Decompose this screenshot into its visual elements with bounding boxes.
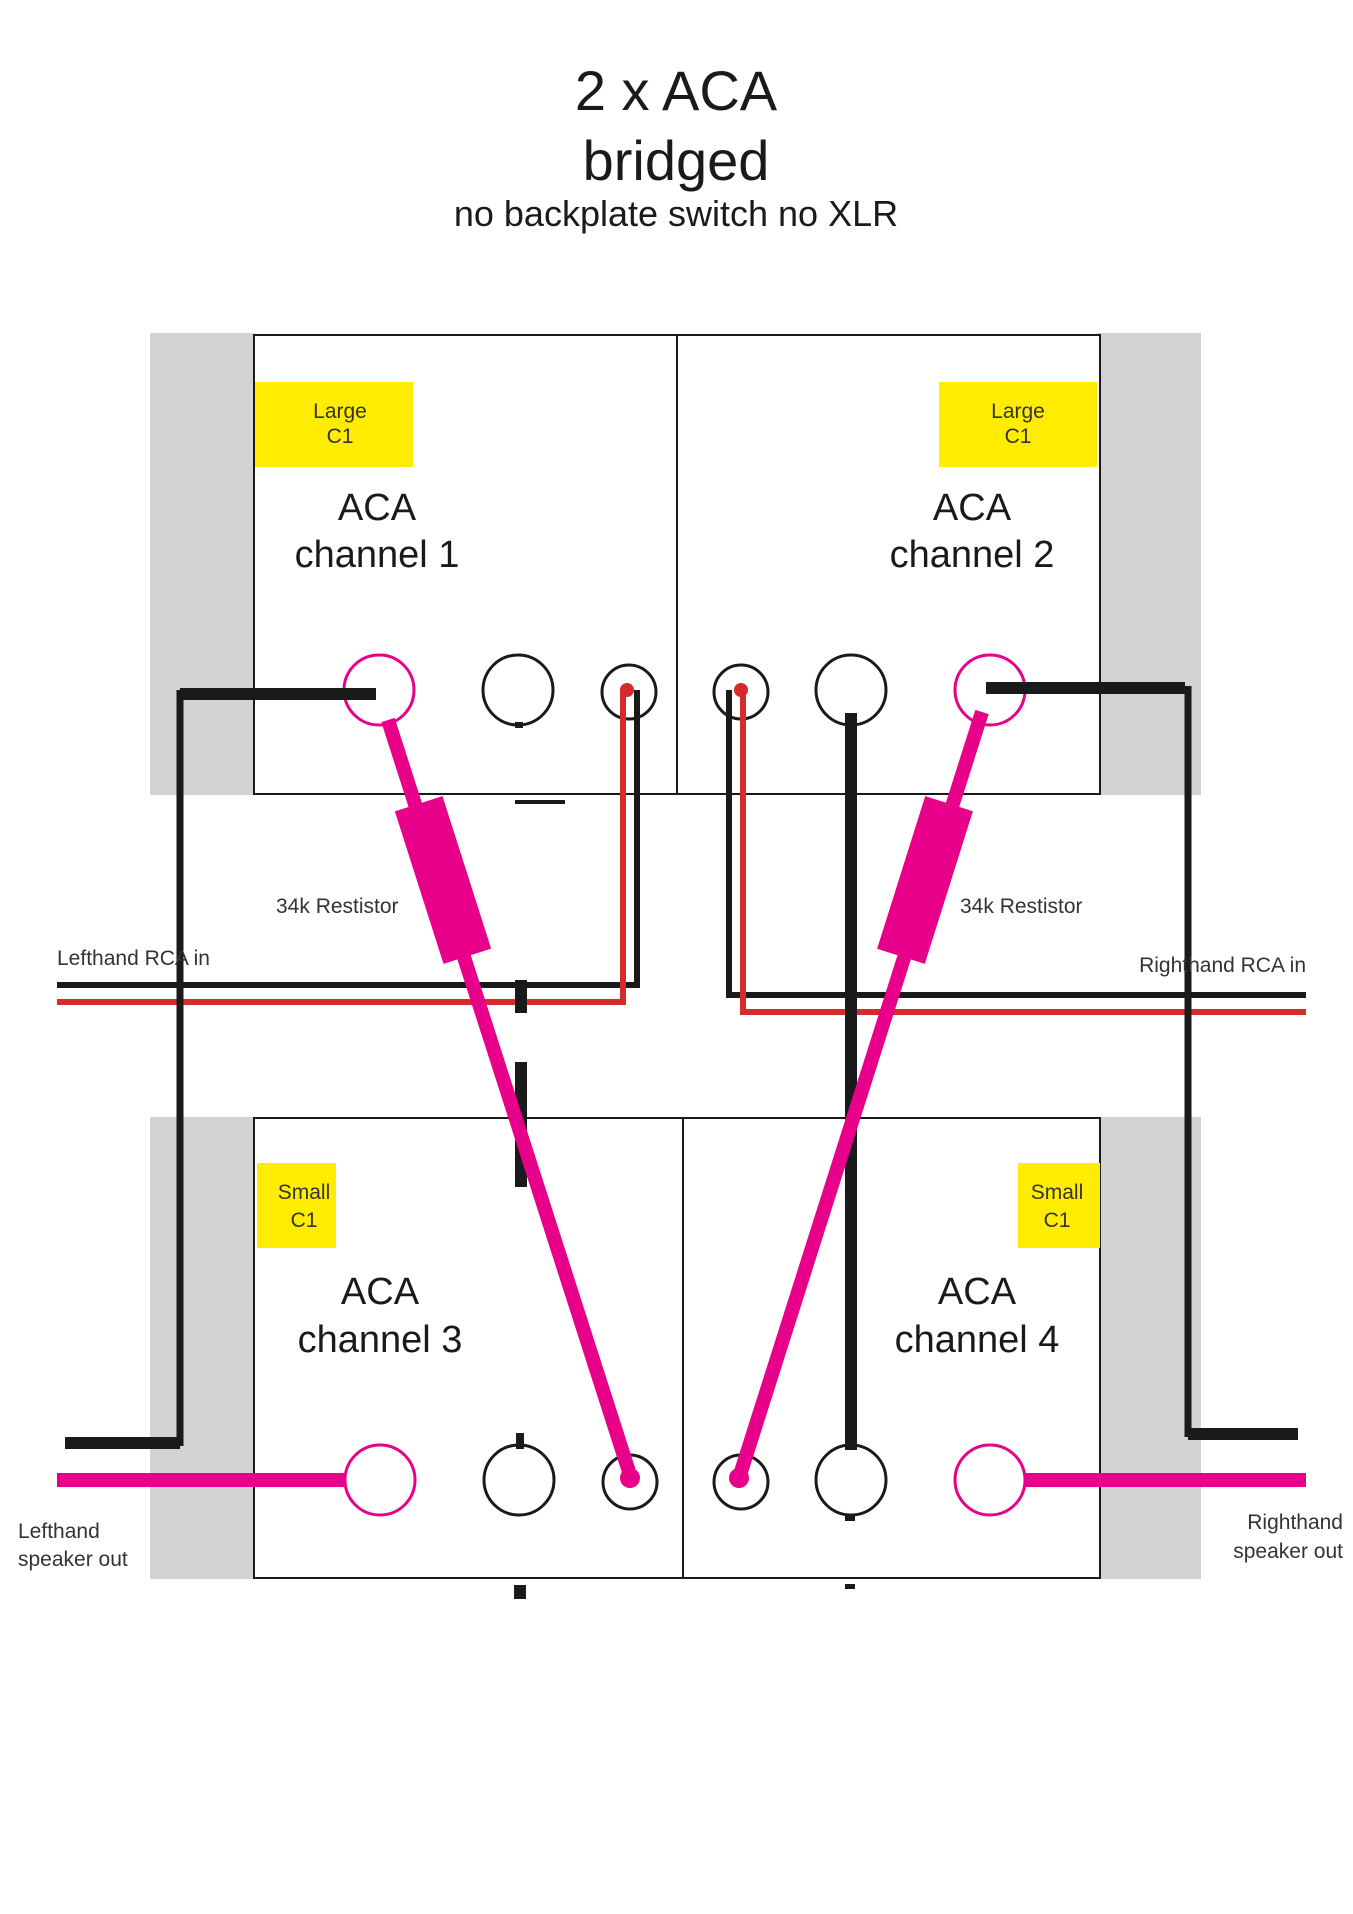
left-rca-in-label: Lefthand RCA in [57,947,210,970]
channel-1-name: ACA [338,487,417,529]
cap-label-ch1-bottom: C1 [327,425,354,448]
cap-label-ch4-top: Small [1031,1181,1084,1204]
right-speaker-out-label-1: Righthand [1247,1511,1343,1534]
cap-label-ch2-top: Large [991,400,1045,423]
resistor-label-right: 34k Restistor [960,895,1083,918]
ch1-input-dot [620,683,634,697]
cap-label-ch4-box [1018,1163,1100,1248]
left-rca-black-wire [57,690,640,988]
channel-3-label: channel 3 [298,1319,463,1361]
left-input-joint-1 [515,980,527,1013]
cap-label-ch2-bottom: C1 [1005,425,1032,448]
title-line-1: 2 x ACA [575,59,778,122]
right-rca-black-wire [726,690,1306,998]
ch1-ground-tick [515,722,523,728]
channel-3-name: ACA [341,1271,420,1313]
title-line-2: bridged [583,129,770,192]
channel-4-name: ACA [938,1271,1017,1313]
top-right-gray-panel [1097,333,1201,795]
left-rca-red-wire [57,690,626,1005]
right-rca-in-label: Righthand RCA in [1139,954,1306,977]
channel-1-label: channel 1 [295,534,460,576]
ch1-ground-tick-2 [515,800,565,804]
cap-label-ch3-bottom: C1 [291,1209,318,1232]
cap-label-ch1-top: Large [313,400,367,423]
ch3-ground-tick-top [516,1433,524,1449]
cap-label-ch2-box [939,382,1097,467]
ch4-ground-tick-2 [845,1584,855,1589]
bottom-right-gray-panel [1097,1117,1201,1579]
right-speaker-out-label-2: speaker out [1233,1540,1343,1563]
ch4-speaker-terminal [953,1443,1027,1517]
ch4-ground-terminal [814,1443,888,1517]
right-rca-red-wire [740,690,1306,1015]
cap-label-ch4-bottom: C1 [1044,1209,1071,1232]
ch4-input-dot [729,1468,749,1488]
channel-2-name: ACA [933,487,1012,529]
resistor-right [877,796,973,964]
left-speaker-out-label-1: Lefthand [18,1520,100,1543]
channel-4-label: channel 4 [895,1319,1060,1361]
ch3-speaker-terminal [343,1443,417,1517]
ch4-ground-tick [845,1515,855,1521]
ch1-ground-terminal [481,653,555,727]
left-speaker-out-label-2: speaker out [18,1548,128,1571]
resistor-left [394,796,492,964]
resistor-label-left: 34k Restistor [276,895,399,918]
ch2-input-dot [734,683,748,697]
channel-2-label: channel 2 [890,534,1055,576]
cap-label-ch3-box [257,1163,336,1248]
bottom-left-gray-panel [150,1117,254,1579]
cap-label-ch1-box [255,382,413,467]
ch3-ground-terminal [482,1443,556,1517]
ch3-ground-tick-bottom [514,1585,526,1599]
title-line-3: no backplate switch no XLR [454,193,898,234]
ch3-input-dot [620,1468,640,1488]
cap-label-ch3-top: Small [278,1181,331,1204]
top-left-gray-panel [150,333,254,795]
